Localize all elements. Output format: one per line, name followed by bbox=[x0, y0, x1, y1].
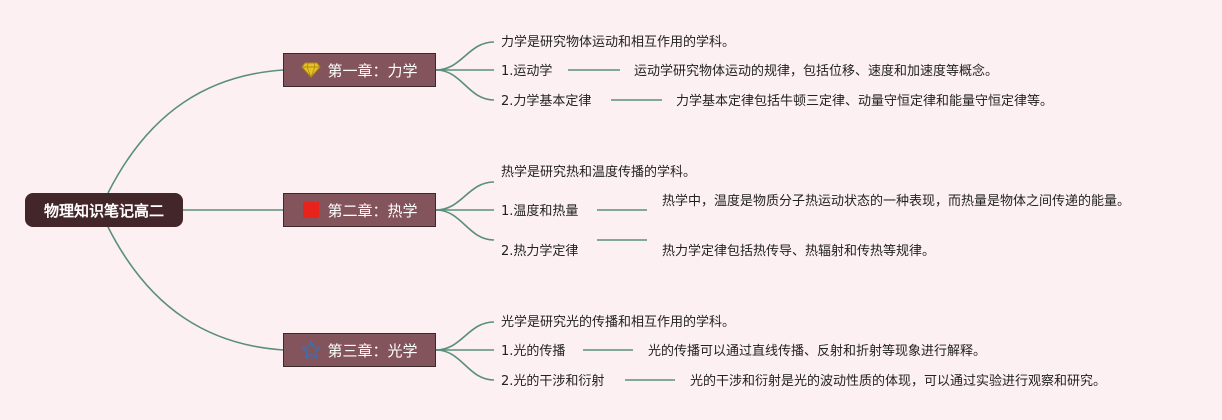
root-node[interactable]: 物理知识笔记高二 bbox=[25, 193, 183, 227]
chapter-node-thermal[interactable]: 第二章：热学 bbox=[283, 193, 436, 227]
root-to-chapter-link bbox=[107, 226, 284, 351]
topic-label: 1.温度和热量 bbox=[501, 204, 579, 219]
chapter-to-topic-link bbox=[435, 69, 495, 101]
chapter-label: 第一章：力学 bbox=[327, 61, 418, 80]
topic-detail: 运动学研究物体运动的规律，包括位移、速度和加速度等概念。 bbox=[634, 64, 999, 79]
chapter-node-mechanics[interactable]: 第一章：力学 bbox=[283, 53, 436, 87]
chapter-to-summary-link bbox=[435, 321, 495, 351]
topic-label: 1.运动学 bbox=[501, 64, 553, 79]
topic-detail: 光的干涉和衍射是光的波动性质的体现，可以通过实验进行观察和研究。 bbox=[690, 374, 1107, 389]
topic-label: 2.力学基本定律 bbox=[501, 94, 592, 109]
chapter-summary: 光学是研究光的传播和相互作用的学科。 bbox=[501, 315, 736, 330]
chapter-label: 第三章：光学 bbox=[327, 341, 418, 360]
chapter-node-optics[interactable]: 第三章：光学 bbox=[283, 333, 436, 367]
chapter-to-topic-link bbox=[435, 349, 495, 381]
chapter-summary: 力学是研究物体运动和相互作用的学科。 bbox=[501, 35, 736, 50]
chapter-label: 第二章：热学 bbox=[327, 201, 418, 220]
star-icon bbox=[301, 340, 322, 360]
topic-detail: 热学中，温度是物质分子热运动状态的一种表现，而热量是物体之间传递的能量。 bbox=[662, 194, 1131, 209]
chapter-to-topic-link bbox=[435, 209, 495, 241]
chapter-to-summary-link bbox=[435, 41, 495, 71]
diamond-icon bbox=[301, 60, 322, 80]
root-label: 物理知识笔记高二 bbox=[43, 201, 164, 220]
chapter-to-summary-link bbox=[435, 181, 495, 211]
root-to-chapter-link bbox=[107, 69, 284, 194]
topic-label: 2.热力学定律 bbox=[501, 244, 579, 259]
topic-detail: 力学基本定律包括牛顿三定律、动量守恒定律和能量守恒定律等。 bbox=[676, 94, 1054, 109]
topic-detail: 热力学定律包括热传导、热辐射和传热等规律。 bbox=[662, 244, 936, 259]
square-icon bbox=[301, 200, 321, 220]
topic-label: 1.光的传播 bbox=[501, 344, 566, 359]
chapter-summary: 热学是研究热和温度传播的学科。 bbox=[501, 165, 697, 180]
topic-detail: 光的传播可以通过直线传播、反射和折射等现象进行解释。 bbox=[648, 344, 987, 359]
topic-label: 2.光的干涉和衍射 bbox=[501, 374, 605, 389]
